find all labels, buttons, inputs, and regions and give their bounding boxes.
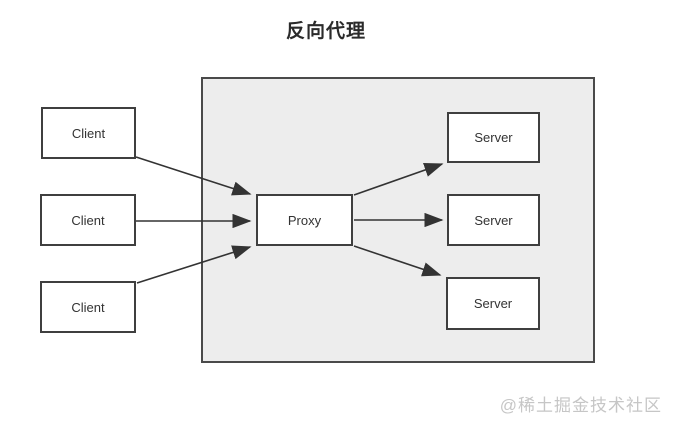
diagram-title: 反向代理 <box>285 21 367 42</box>
node-proxy: Proxy <box>256 194 353 246</box>
node-server-1: Server <box>447 112 540 163</box>
node-server-3: Server <box>446 277 540 330</box>
watermark: @稀土掘金技术社区 <box>499 396 662 415</box>
node-client-3-label: Client <box>71 299 105 315</box>
node-server-2: Server <box>447 194 540 246</box>
node-client-3: Client <box>40 281 136 333</box>
node-client-1: Client <box>41 107 136 159</box>
node-client-1-label: Client <box>71 125 106 141</box>
node-server-1-label: Server <box>474 130 513 145</box>
node-proxy-label: Proxy <box>287 212 322 228</box>
node-server-2-label: Server <box>474 212 513 228</box>
node-server-3-label: Server <box>473 296 513 311</box>
node-client-2: Client <box>40 194 136 246</box>
node-client-2-label: Client <box>71 212 105 228</box>
